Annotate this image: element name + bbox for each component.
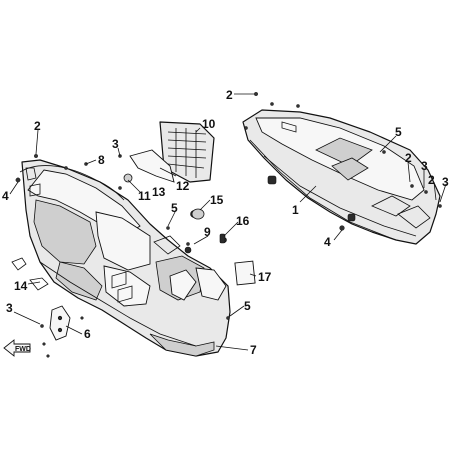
callout-5: 5 xyxy=(171,201,178,215)
callout-5: 5 xyxy=(395,125,402,139)
bracket-part-12 xyxy=(129,149,175,183)
callout-10: 10 xyxy=(202,117,216,131)
wire-harness xyxy=(19,165,125,201)
label-decal-part-17 xyxy=(234,260,256,286)
side-panel-part-6 xyxy=(49,305,71,341)
fasteners xyxy=(15,91,442,358)
callout-2: 2 xyxy=(34,119,41,133)
callout-9: 9 xyxy=(204,225,211,239)
callout-3: 3 xyxy=(112,137,119,151)
callout-2: 2 xyxy=(405,151,412,165)
callout-11: 11 xyxy=(138,189,151,203)
clip-part-16 xyxy=(219,233,226,244)
callout-labels: 2 1 5 2 3 2 3 4 2 4 8 3 11 13 12 10 5 15… xyxy=(2,88,449,357)
callout-17: 17 xyxy=(258,270,272,284)
dash-panel-part-1 xyxy=(242,109,441,245)
callout-4: 4 xyxy=(2,189,9,203)
callout-2: 2 xyxy=(226,88,233,102)
callout-6: 6 xyxy=(84,327,91,341)
callout-1: 1 xyxy=(292,203,299,217)
forward-direction-arrow: FWD xyxy=(3,339,31,357)
cable-clamp-part-14 xyxy=(11,257,49,291)
knob-part-15 xyxy=(191,208,205,220)
fwd-label: FWD xyxy=(15,346,31,353)
callout-3: 3 xyxy=(6,301,13,315)
callout-15: 15 xyxy=(210,193,224,207)
callout-5: 5 xyxy=(244,299,251,313)
callout-12: 12 xyxy=(176,179,190,193)
callout-8: 8 xyxy=(98,153,105,167)
callout-3: 3 xyxy=(421,159,428,173)
callout-16: 16 xyxy=(236,214,250,228)
callout-4: 4 xyxy=(324,235,331,249)
callout-3: 3 xyxy=(442,175,449,189)
dash-body-part-7 xyxy=(21,159,231,357)
grommet-part-13 xyxy=(123,173,133,183)
callout-14: 14 xyxy=(14,279,28,293)
leader-lines xyxy=(9,93,447,351)
callout-7: 7 xyxy=(250,343,257,357)
callout-2: 2 xyxy=(428,173,435,187)
callout-13: 13 xyxy=(152,185,166,199)
